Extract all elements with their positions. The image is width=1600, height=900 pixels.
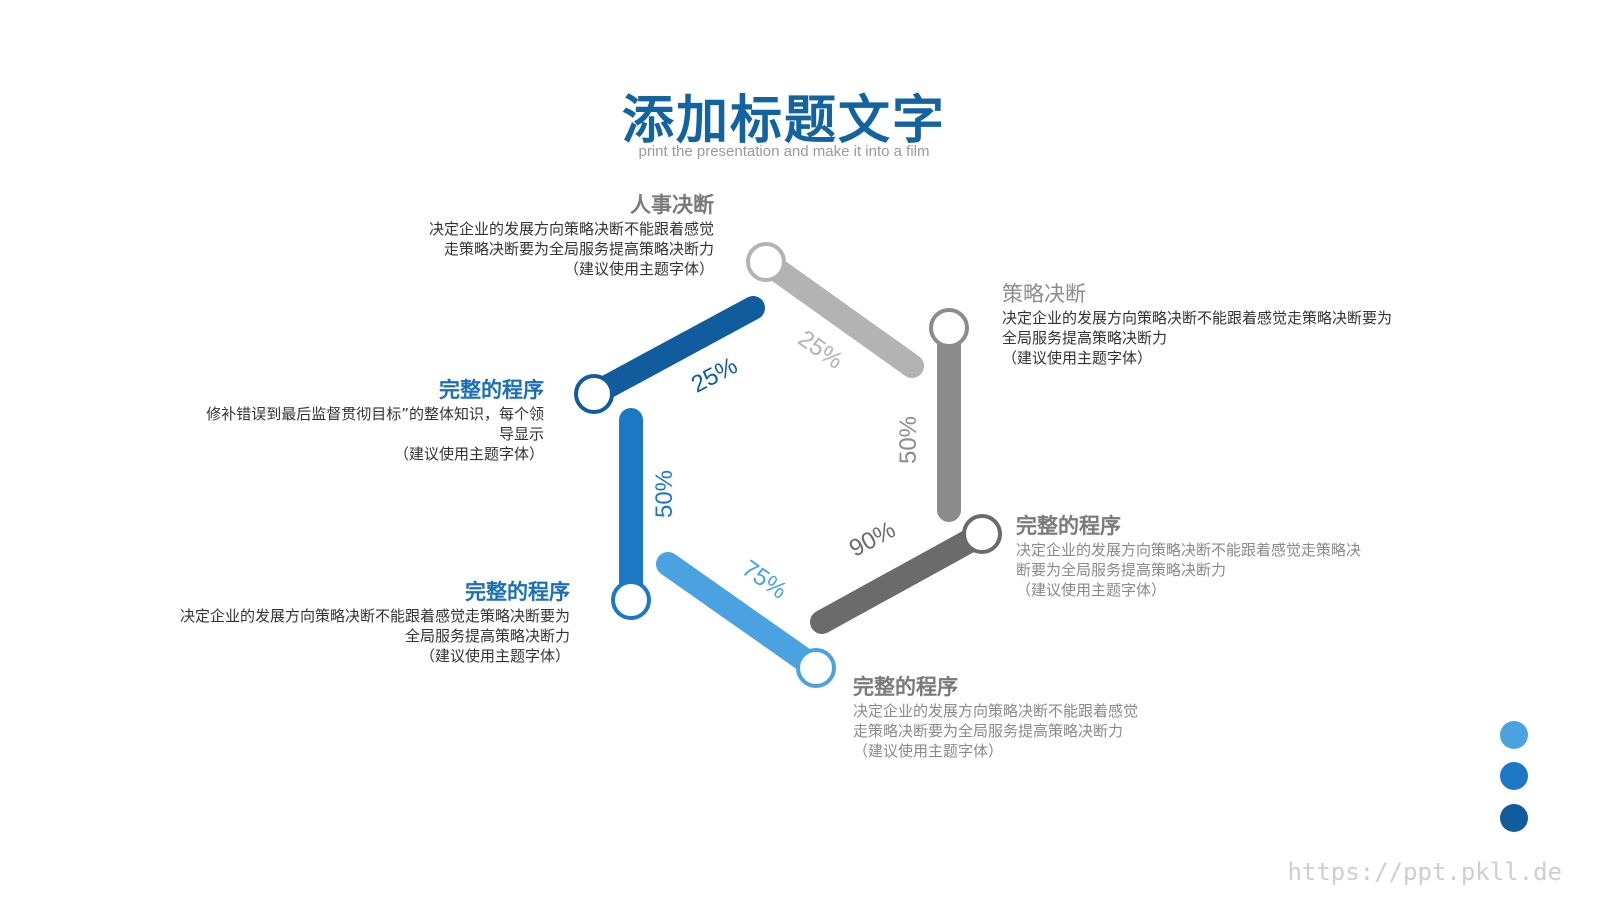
block-upper-left-line2: 导显示 [498,425,544,443]
node-ring-top [746,242,786,282]
node-ring-lower-left [611,580,651,620]
block-lower-left-note: （建议使用主题字体） [419,647,570,665]
segment-label-left: 50% [651,470,678,518]
node-ring-upper-left [574,374,614,414]
block-top-line1: 决定企业的发展方向策略决断不能跟着感觉 [428,220,714,238]
block-lower-right-note: （建议使用主题字体） [1016,581,1167,599]
block-upper-left-line1: 修补错误到最后监督贯彻目标”的整体知识，每个领 [206,405,544,423]
block-bottom-line1: 决定企业的发展方向策略决断不能跟着感觉 [853,702,1139,720]
node-ring-lower-right [962,514,1002,554]
block-top-note: （建议使用主题字体） [563,260,714,278]
segment-bottom-left [656,552,828,680]
block-upper-right: 策略决断 决定企业的发展方向策略决断不能跟着感觉走策略决断要为 全局服务提高策略… [1002,280,1462,368]
block-upper-left-note: （建议使用主题字体） [393,445,544,463]
segment-label-top-left: 25% [687,352,742,398]
block-top: 人事决断 决定企业的发展方向策略决断不能跟着感觉 走策略决断要为全局服务提高策略… [314,191,714,279]
block-upper-right-line2: 全局服务提高策略决断力 [1002,329,1168,347]
segment-top-right [754,250,924,378]
nav-dot-3 [1500,804,1528,832]
block-lower-left-line2: 全局服务提高策略决断力 [404,627,570,645]
block-lower-right-heading: 完整的程序 [1016,514,1121,538]
page-title: 添加标题文字 [621,91,946,151]
block-lower-right-line2: 断要为全局服务提高策略决断力 [1016,561,1227,579]
node-ring-upper-right [929,308,969,348]
block-upper-left: 完整的程序 修补错误到最后监督贯彻目标”的整体知识，每个领 导显示 （建议使用主… [144,376,544,464]
node-ring-bottom [796,648,836,688]
block-bottom: 完整的程序 决定企业的发展方向策略决断不能跟着感觉 走策略决断要为全局服务提高策… [853,673,1213,761]
block-bottom-heading: 完整的程序 [853,675,958,699]
block-lower-left-heading: 完整的程序 [465,580,570,604]
segment-label-bottom-left: 75% [737,555,792,605]
segment-label-right: 50% [895,416,922,464]
block-top-line2: 走策略决断要为全局服务提高策略决断力 [443,240,714,258]
block-upper-right-line1: 决定企业的发展方向策略决断不能跟着感觉走策略决断要为 [1002,309,1393,327]
block-lower-left: 完整的程序 决定企业的发展方向策略决断不能跟着感觉走策略决断要为 全局服务提高策… [110,578,570,666]
block-lower-right: 完整的程序 决定企业的发展方向策略决断不能跟着感觉走策略决 断要为全局服务提高策… [1016,512,1436,600]
block-upper-right-heading: 策略决断 [1002,282,1086,306]
block-upper-left-heading: 完整的程序 [439,378,544,402]
segment-label-top-right: 25% [793,325,848,375]
block-lower-left-line1: 决定企业的发展方向策略决断不能跟着感觉走策略决断要为 [179,607,570,625]
segment-label-bottom-right: 90% [845,516,900,562]
block-top-heading: 人事决断 [630,193,714,217]
nav-dot-2 [1500,762,1528,790]
block-lower-right-line1: 决定企业的发展方向策略决断不能跟着感觉走策略决 [1016,541,1362,559]
block-bottom-line2: 走策略决断要为全局服务提高策略决断力 [853,722,1124,740]
segment-bottom-right [810,522,994,634]
page-subtitle: print the presentation and make it into … [638,143,930,160]
watermark-text: https://ppt.pkll.de [1287,858,1562,886]
block-upper-right-note: （建议使用主题字体） [1002,349,1153,367]
block-bottom-note: （建议使用主题字体） [853,742,1004,760]
nav-dot-1 [1500,721,1528,749]
segment-top-left [582,296,765,406]
